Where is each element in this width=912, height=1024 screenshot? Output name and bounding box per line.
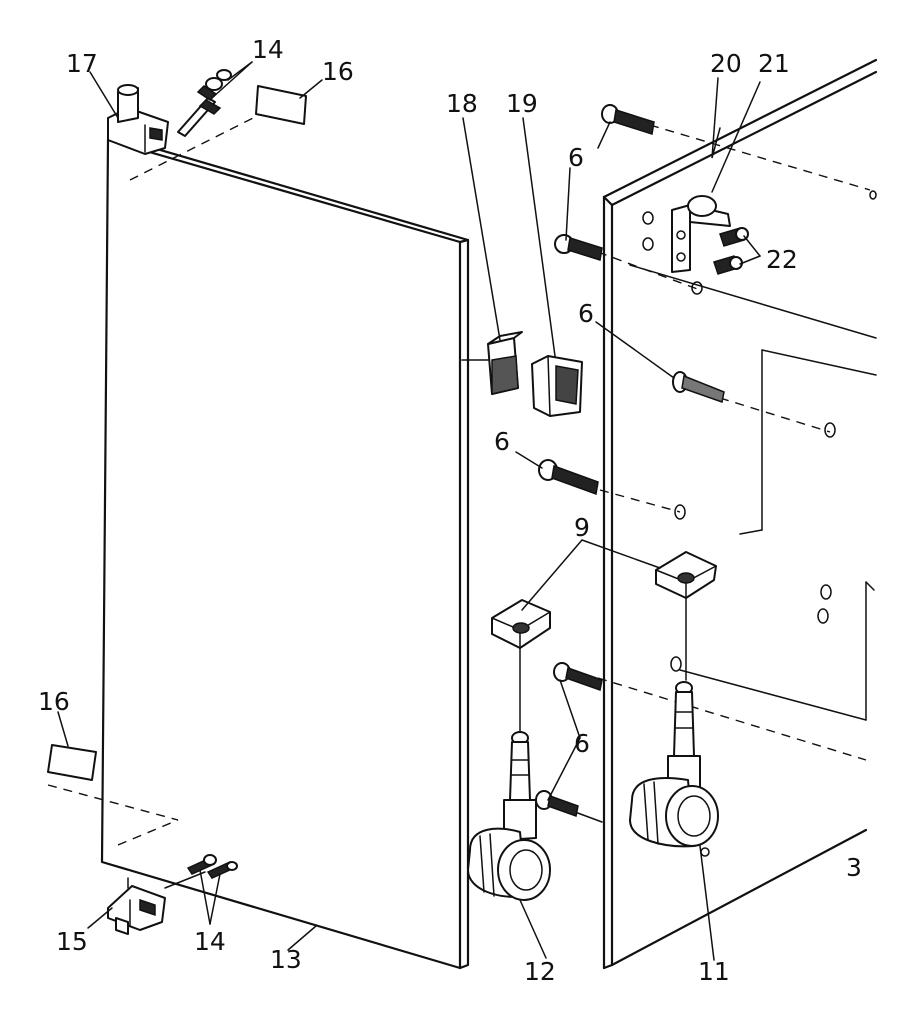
- hinge-screws-top: [177, 69, 232, 137]
- screw-6e: [553, 662, 603, 691]
- callout-13: 13: [270, 945, 302, 974]
- callout-labels: 17 14 16 18 19 20 21 6 22 6 6 9 16 6 3 1…: [38, 35, 862, 986]
- callout-6-a: 6: [568, 143, 584, 172]
- door-catch: [531, 355, 583, 417]
- callout-19: 19: [506, 89, 538, 118]
- top-hinge: [107, 84, 169, 155]
- screw-6c: [672, 371, 725, 403]
- callout-3: 3: [846, 853, 862, 882]
- alignment-lines: [47, 111, 871, 846]
- callout-20: 20: [710, 49, 742, 78]
- caster-plate-right: [655, 551, 717, 599]
- screw-6f: [535, 790, 579, 817]
- callout-11: 11: [698, 957, 730, 986]
- callout-14-top: 14: [252, 35, 284, 64]
- screw-6d: [538, 459, 599, 496]
- bracket-screws: [713, 227, 749, 275]
- callout-22: 22: [766, 245, 798, 274]
- callout-16-bottom: 16: [38, 687, 70, 716]
- callout-6-c: 6: [494, 427, 510, 456]
- caster-plate-left: [491, 599, 551, 649]
- callout-21: 21: [758, 49, 790, 78]
- callout-12: 12: [524, 957, 556, 986]
- door-magnet: [487, 331, 523, 395]
- caster-left: [467, 731, 551, 901]
- callout-18: 18: [446, 89, 478, 118]
- pad-bottom: [47, 744, 97, 781]
- callout-6-d: 6: [574, 729, 590, 758]
- callout-14-bottom: 14: [194, 927, 226, 956]
- callout-9: 9: [574, 513, 590, 542]
- top-bracket: [671, 195, 731, 273]
- screw-6a: [601, 104, 655, 135]
- bottom-hinge: [107, 877, 166, 935]
- screw-6b: [554, 234, 603, 261]
- leader-lines: [57, 61, 761, 961]
- caster-right: [629, 681, 719, 848]
- callout-16-top: 16: [322, 57, 354, 86]
- pad-top: [255, 85, 307, 125]
- callout-17: 17: [66, 49, 98, 78]
- door-panel: [100, 135, 470, 970]
- hinge-screws-bottom: [164, 854, 238, 889]
- callout-6-b: 6: [578, 299, 594, 328]
- callout-15: 15: [56, 927, 88, 956]
